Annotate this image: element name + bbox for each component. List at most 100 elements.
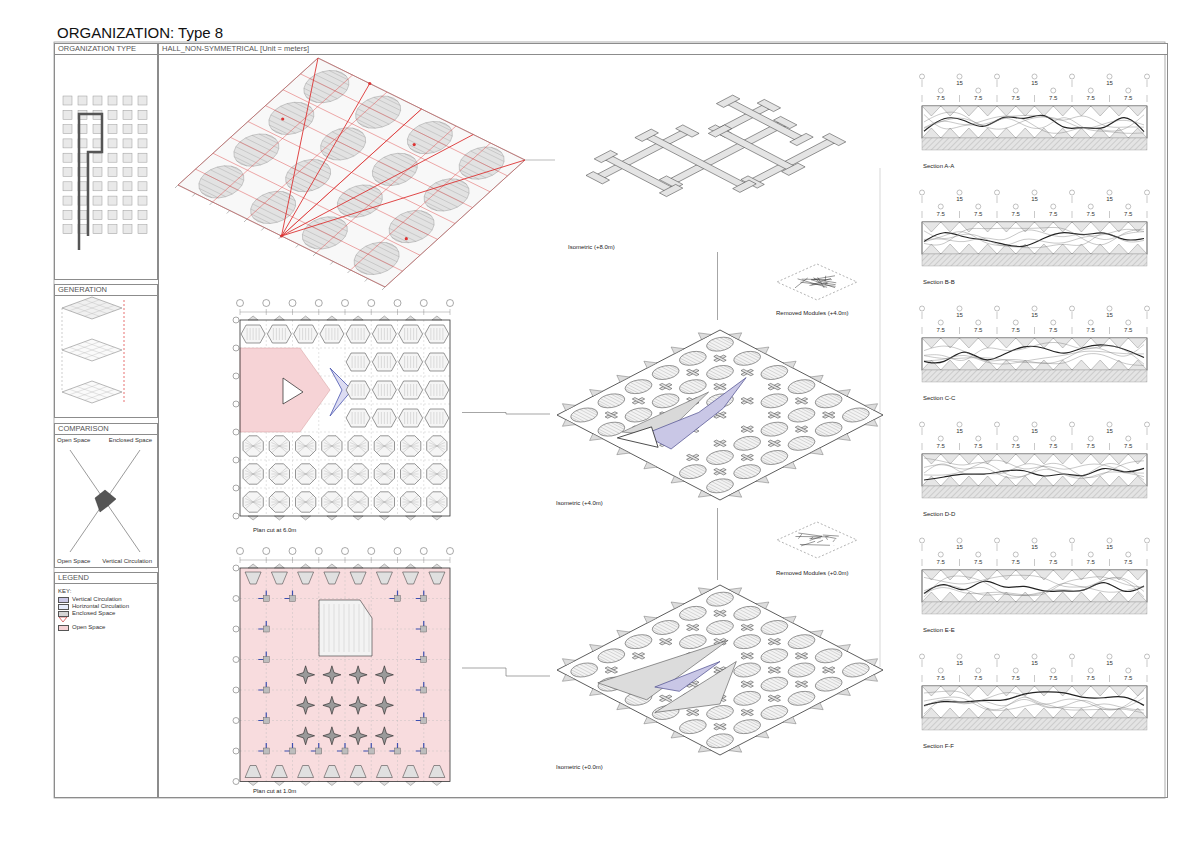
hatch-line (782, 649, 787, 652)
hatch-line (801, 692, 814, 699)
hatch-line (843, 674, 848, 677)
hatch-line (282, 328, 283, 340)
hatch-line (576, 666, 592, 675)
hatch-line (751, 436, 761, 441)
hatch-line (253, 218, 263, 223)
layer-grid (77, 387, 107, 398)
hatch-line (245, 495, 261, 509)
section-strip (922, 454, 1147, 486)
hatch-line (386, 243, 396, 248)
dimension-label: 7.5 (1049, 559, 1057, 566)
hatch-line (707, 603, 712, 606)
hatch-line (734, 698, 747, 705)
section-module (941, 592, 960, 602)
hatch-line (273, 328, 274, 340)
grid-cell (138, 139, 147, 148)
enclosed-space (298, 572, 314, 584)
hatch-line (361, 384, 362, 396)
dimension-label: 7.5 (1087, 675, 1095, 682)
hatch-line (828, 422, 841, 429)
beam (714, 355, 726, 362)
hatch-line (679, 644, 689, 649)
module-shell (372, 409, 396, 427)
hatch-line (302, 328, 303, 340)
module-shell (372, 353, 396, 371)
dimension-label: 7.5 (974, 675, 982, 682)
section-cut-line (924, 577, 1144, 595)
star-module (297, 666, 315, 684)
hatch-line (778, 649, 788, 654)
section-module (997, 128, 1016, 138)
void-triangle (283, 378, 303, 404)
grid-cell (63, 110, 72, 119)
axis-marker (368, 548, 375, 555)
dimension-label: 7.5 (1012, 327, 1020, 334)
dimension-tick (1147, 559, 1148, 566)
section-module (978, 106, 997, 116)
column (368, 748, 374, 754)
hatch-line (381, 96, 400, 106)
section-module (960, 476, 979, 486)
hatch-line (788, 700, 798, 705)
hatch-line (626, 641, 639, 648)
hatch-line (747, 437, 760, 444)
dimension-tick (1109, 327, 1110, 334)
hatch-line (735, 731, 740, 734)
section-module (1110, 686, 1129, 696)
edge-spike (837, 689, 850, 696)
dimension-label: 15 (956, 312, 963, 319)
module-shell (346, 409, 370, 427)
dimension-tick (1147, 675, 1148, 682)
legend-row: Enclosed Space (58, 610, 115, 617)
module-shell (761, 621, 788, 635)
drawing-caption: Section A-A (922, 163, 955, 170)
hatch-line (680, 362, 685, 365)
module-shell (243, 492, 263, 512)
hatch-line (788, 389, 798, 394)
hatch-line (761, 658, 771, 663)
hatch-line (413, 356, 414, 368)
beam (687, 709, 699, 715)
hatch-line (697, 380, 707, 385)
dimension-tick (959, 211, 960, 218)
hatch-line (789, 670, 802, 677)
section-module (1053, 708, 1072, 718)
hatch-line (712, 737, 728, 746)
axis-marker (233, 373, 239, 379)
hatch-line (809, 380, 814, 383)
hatch-line (816, 429, 829, 436)
hatch-line (788, 672, 798, 677)
beam (687, 624, 699, 630)
hatch-line (298, 439, 314, 453)
axis-marker (1088, 320, 1093, 325)
dimension-tick (192, 194, 195, 197)
hatch-line (755, 607, 760, 610)
beam (676, 125, 699, 137)
generation-axis (62, 308, 63, 392)
hatch-line (356, 119, 375, 129)
axis-marker (1070, 654, 1075, 659)
hatch-line (755, 635, 760, 638)
hatch-line (256, 328, 257, 340)
hatch-line (735, 362, 740, 365)
grid-cell (108, 153, 117, 162)
hatch-line (298, 467, 314, 481)
grid-cell (123, 210, 132, 219)
section-module (941, 244, 960, 254)
grid-cell (93, 225, 102, 234)
hatch-line (339, 604, 340, 652)
axis-marker (1013, 552, 1018, 557)
dimension-tick (1147, 327, 1148, 334)
axis-marker (1032, 422, 1037, 427)
module-shell (652, 366, 679, 380)
dimension-label: 15 (956, 428, 963, 435)
section-module (1016, 360, 1035, 370)
hatch-line (716, 622, 732, 630)
hatch-line (390, 412, 391, 424)
hatch-line (653, 372, 666, 379)
hatch-line (680, 476, 685, 479)
hatch-line (358, 384, 359, 396)
dimension-tick (382, 287, 385, 290)
hatch-line (430, 356, 431, 368)
hatch-line (356, 186, 383, 199)
